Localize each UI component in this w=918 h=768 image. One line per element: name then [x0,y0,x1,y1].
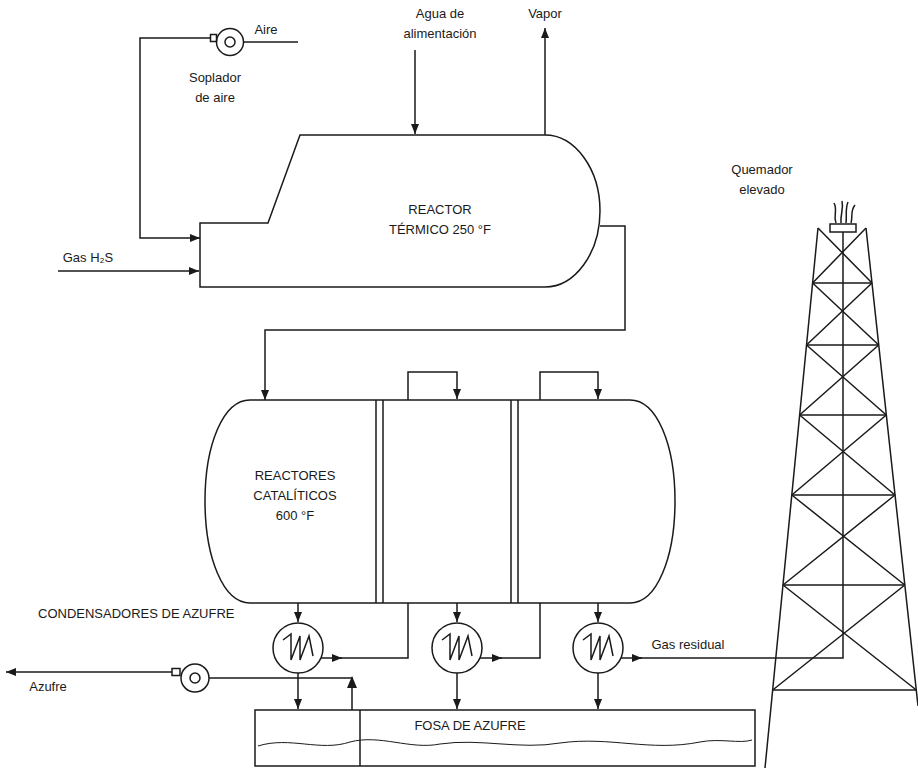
gas-return-line [480,657,502,659]
pump-outlet [172,669,180,676]
condenser-coil [583,634,613,660]
tower-braces [773,228,917,690]
air-feed-line [140,38,210,238]
reactor-outlet-line [597,603,599,622]
stream-label: Agua de alimentación [395,4,485,44]
flare-tip [830,224,856,232]
stream-label: Gas residual [652,635,725,655]
blower-impeller [225,37,235,47]
thermal-reactor-vessel [200,135,600,287]
bed-dividers [376,400,518,603]
condenser-coil [442,634,472,660]
h2s-feed-line [58,270,199,272]
thermal-reactor: REACTOR TÉRMICO 250 °F [200,135,600,287]
arrow-head [347,676,357,688]
pit-outline [255,710,755,766]
air-blower: Soplador de aire [210,28,244,56]
flare-tower [760,195,918,768]
sulfur-drain-line [456,673,458,709]
gas-return-line [321,657,342,659]
tail-gas-line [621,657,642,659]
catalytic-reactors: REACTORES CATALÍTICOS 600 °F [205,400,675,603]
vessel-label: REACTOR TÉRMICO 250 °F [384,200,496,240]
vessel-outline [200,135,600,287]
equipment-label: CONDENSADORES DE AZUFRE [38,604,234,624]
tower-bars [773,283,917,690]
stream-label: Aire [254,20,277,40]
tail-gas-line [640,232,843,658]
blower-outlet [211,35,217,42]
condenser-symbol [432,623,482,673]
stream-label: Gas H₂S [63,248,114,268]
sulfur-pump-symbol [190,673,200,683]
vessel-label: REACTORES CATALÍTICOS 600 °F [245,466,345,526]
elevated-flare: Quemador elevado [760,195,918,768]
pit-divider [359,710,361,766]
sulfur-product-line [6,671,172,673]
stream-label: Azufre [29,677,67,697]
feedwater-line [414,50,416,134]
equipment-label: Soplador de aire [184,68,246,108]
process-lines [6,28,843,764]
pit-label: FOSA DE AZUFRE [414,716,525,736]
sulfur-level [258,740,752,746]
equipment-label: Quemador elevado [725,160,800,200]
sulfur-drain-line [597,673,599,709]
flare-flame [834,201,855,223]
condenser-symbol [273,623,323,673]
reactor-outlet-line [297,603,299,622]
condenser-coil [283,634,313,660]
blower-casing [217,29,244,56]
stream-label: Vapor [528,4,562,24]
condenser-symbol [573,623,623,673]
reactor-outlet-line [456,603,458,622]
steam-line [544,28,546,135]
sulfur-pump-symbol [181,664,209,692]
tower-legs [765,228,918,768]
vessel-outline [205,400,675,603]
blower-symbol [210,28,244,56]
sulfur-pit: FOSA DE AZUFRE [255,710,755,768]
air-inlet-line [244,41,298,43]
